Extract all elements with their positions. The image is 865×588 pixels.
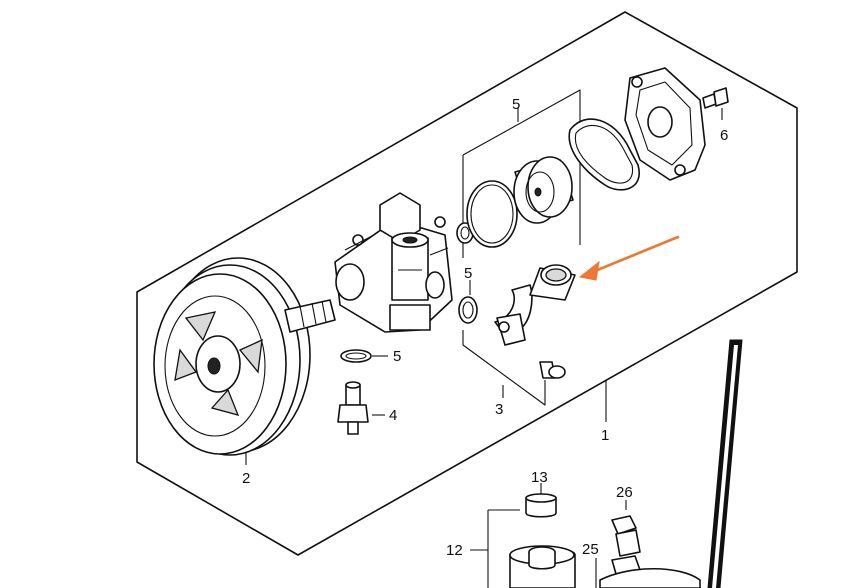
- leader-lines: [245, 108, 723, 588]
- valve: [337, 381, 369, 435]
- drive-belt: [707, 339, 743, 588]
- callout-13-cap: 13: [531, 469, 548, 486]
- callout-5-o-ring: 5: [393, 348, 401, 365]
- pulley: [153, 257, 336, 456]
- seal-kit-parts: [456, 118, 640, 248]
- callout-12-reservoir: 12: [446, 542, 463, 559]
- callout-labels: 5 5 5 6 3 1 2 4 13 12 25 26: [242, 96, 728, 559]
- clip-and-hose: [599, 515, 701, 588]
- callout-26-clip: 26: [616, 484, 633, 501]
- callout-2-pulley: 2: [242, 470, 250, 487]
- pump-cover: [624, 67, 729, 181]
- reservoir: [509, 493, 576, 588]
- assembly-outline: [136, 11, 798, 556]
- callout-3-connector: 3: [495, 401, 503, 418]
- callout-25-hose: 25: [582, 541, 599, 558]
- pump-body: [334, 192, 453, 333]
- connector-bracket: [462, 330, 546, 406]
- callout-6-bolt: 6: [720, 127, 728, 144]
- callout-4-valve: 4: [389, 407, 397, 424]
- highlight-arrow: [578, 235, 680, 281]
- callout-5-seal-kit-upper: 5: [512, 96, 520, 113]
- o-ring-lower: [340, 349, 372, 363]
- callout-1-assembly: 1: [601, 427, 609, 444]
- callout-5-seal-kit-mid: 5: [464, 265, 472, 282]
- connector: [458, 264, 576, 379]
